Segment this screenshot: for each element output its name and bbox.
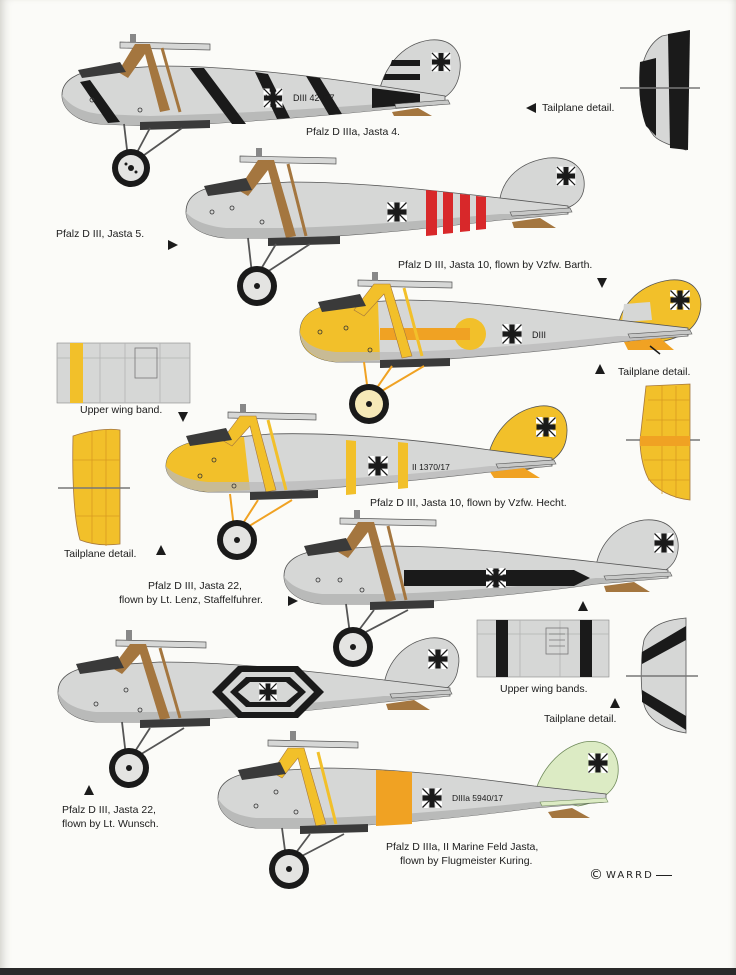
caption-jasta22-lenz-line2: flown by Lt. Lenz, Staffelfuhrer. [119, 594, 263, 606]
aircraft-jasta22-lenz [283, 510, 679, 667]
serial-jasta4: DIII 42 /17 [293, 93, 335, 103]
artist-signature: ©WARRD [589, 867, 672, 883]
aircraft-jasta5 [185, 148, 585, 306]
upper-wing-bands-detail [476, 619, 610, 678]
serial-jasta10-barth: DIII [532, 330, 546, 340]
pointer-up-icon [578, 601, 588, 611]
pointer-up-icon [610, 698, 620, 708]
caption-upper-wing-bands: Upper wing bands. [500, 683, 588, 695]
tailplane-detail-jasta10-barth [626, 383, 700, 501]
aircraft-jasta4: DIII 42 /17 [61, 34, 461, 187]
caption-tailplane-detail-3: Tailplane detail. [64, 548, 137, 560]
caption-marine-line2: flown by Flugmeister Kuring. [400, 855, 533, 867]
serial-jasta10-hecht: II 1370/17 [412, 462, 450, 472]
aircraft-marine-feld-jasta: DIIIa 5940/17 [217, 731, 619, 889]
signature-text: WARRD [606, 870, 654, 881]
copyright-icon: © [589, 867, 603, 883]
caption-marine-line1: Pfalz D IIIa, II Marine Feld Jasta, [386, 841, 539, 853]
pointer-down-icon [597, 278, 607, 288]
caption-jasta22-wunsch-line2: flown by Lt. Wunsch. [62, 818, 159, 830]
pointer-up-icon [84, 785, 94, 795]
caption-jasta10-barth: Pfalz D III, Jasta 10, flown by Vzfw. Ba… [398, 259, 593, 271]
aircraft-jasta22-wunsch [57, 630, 460, 788]
pointer-right-icon [168, 240, 178, 250]
caption-upper-wing-band: Upper wing band. [80, 404, 163, 416]
caption-jasta10-hecht: Pfalz D III, Jasta 10, flown by Vzfw. He… [370, 497, 567, 509]
pointer-up-icon [156, 545, 166, 555]
aircraft-jasta10-barth: DIII [299, 272, 702, 424]
caption-tailplane-detail-1: Tailplane detail. [520, 102, 614, 115]
caption-jasta4: Pfalz D IIIa, Jasta 4. [306, 126, 400, 138]
pointer-down-icon [178, 412, 188, 422]
caption-jasta5: Pfalz D III, Jasta 5. [56, 228, 145, 240]
tailplane-detail-jasta22 [626, 617, 698, 734]
caption-jasta22-wunsch-line1: Pfalz D III, Jasta 22, [62, 804, 156, 816]
aircraft-jasta10-hecht: II 1370/17 [165, 404, 568, 560]
tailplane-detail-jasta10-hecht [58, 428, 130, 546]
serial-marine: DIIIa 5940/17 [452, 793, 503, 803]
pointer-right-icon [288, 596, 298, 606]
pointer-left-icon [526, 103, 536, 114]
caption-tailplane-detail-2: Tailplane detail. [618, 366, 691, 378]
tailplane-detail-jasta4 [620, 30, 700, 151]
upper-wing-band-detail [56, 342, 191, 404]
caption-jasta22-lenz-line1: Pfalz D III, Jasta 22, [148, 580, 242, 592]
caption-tailplane-detail-4: Tailplane detail. [544, 713, 617, 725]
pointer-up-icon [595, 364, 605, 374]
page-edge-strip [0, 968, 736, 975]
